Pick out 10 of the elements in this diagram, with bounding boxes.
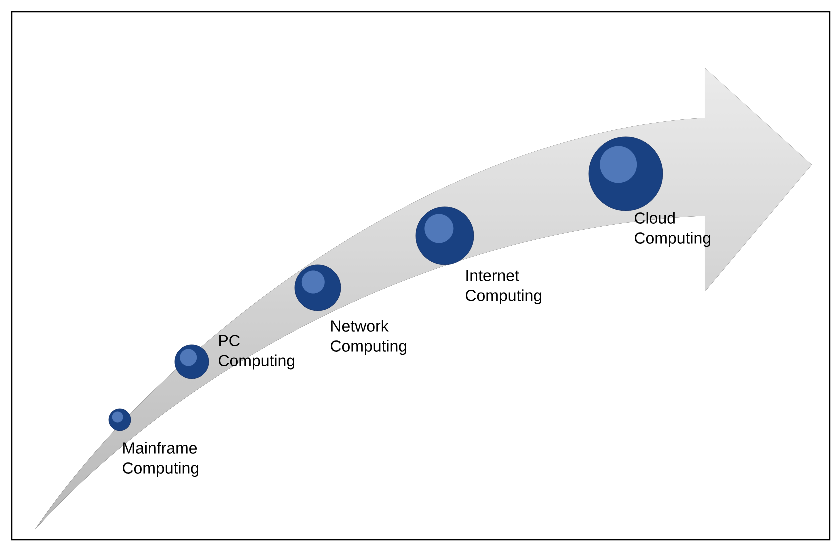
sphere: [108, 408, 132, 432]
node-caption: PC Computing: [219, 335, 295, 370]
node-caption: Network Computing: [331, 320, 407, 356]
sphere: [416, 206, 474, 266]
node-caption: Internet Computing: [466, 270, 542, 305]
node-caption: Mainframe Computing: [123, 442, 199, 478]
sphere: [588, 136, 664, 212]
sphere: [294, 264, 342, 312]
node-caption: Cloud Computing: [635, 212, 711, 248]
sphere: [174, 344, 210, 380]
